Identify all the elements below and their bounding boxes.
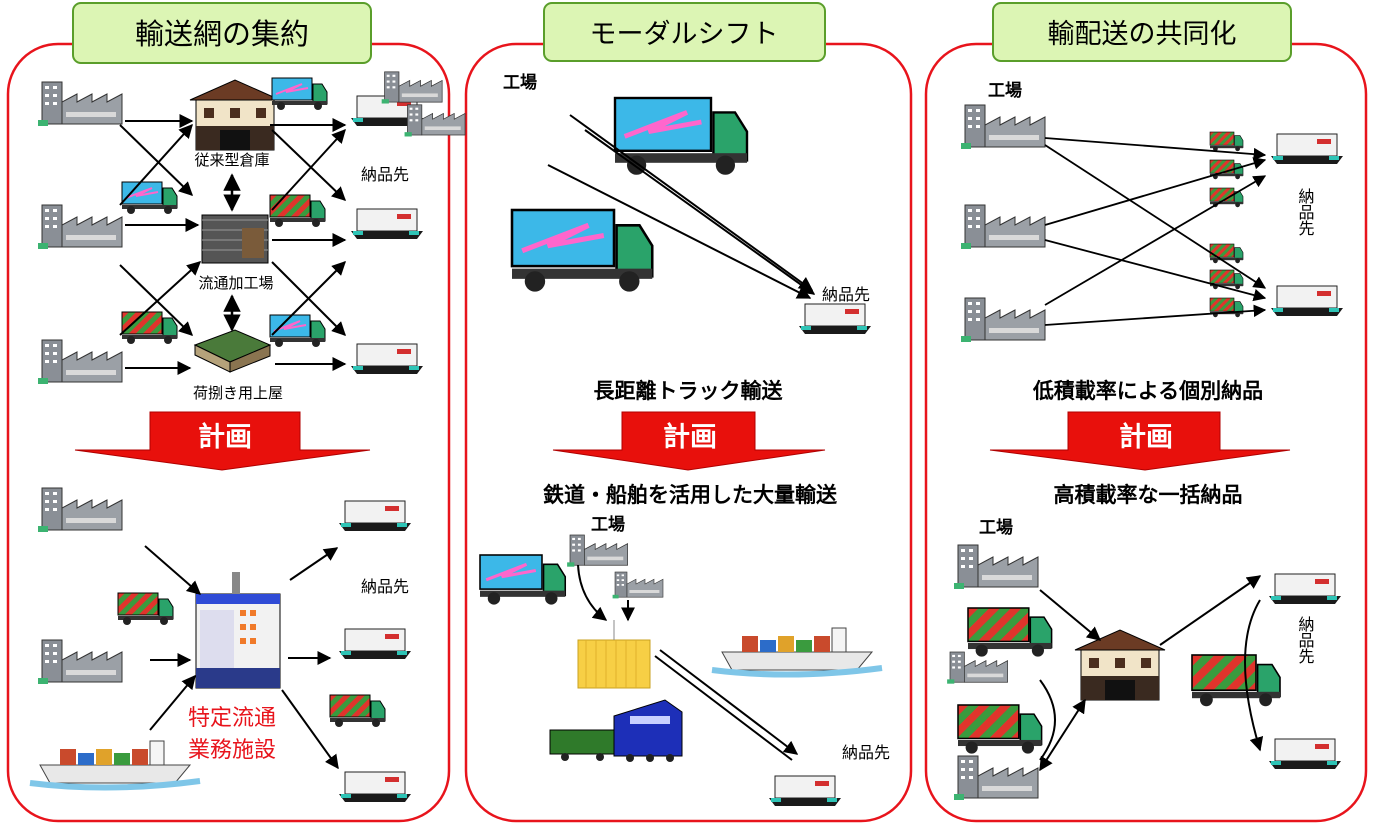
freight-train-icon bbox=[549, 699, 683, 762]
flow-arrows bbox=[1044, 137, 1267, 326]
plan-arrow: 計画 bbox=[989, 411, 1291, 471]
destination-label: 納品先 bbox=[842, 743, 890, 762]
container-icon bbox=[577, 620, 651, 689]
caption: 長距離トラック輸送 bbox=[594, 379, 784, 403]
panel-title-box: モーダルシフト bbox=[543, 2, 826, 62]
destination-label: 納品先 bbox=[1296, 188, 1315, 236]
destination-label-vertical: 納品先 bbox=[1296, 188, 1315, 236]
destination-icon bbox=[1268, 738, 1342, 770]
plan-label: 計画 bbox=[1119, 421, 1173, 453]
destination-label-vertical: 納品先 bbox=[1296, 616, 1315, 664]
caption: 低積載率による個別納品 bbox=[1032, 379, 1263, 403]
sorting-shed-label: 荷捌き用上屋 bbox=[193, 384, 283, 402]
caption: 鉄道・船舶を活用した大量輸送 bbox=[543, 483, 838, 507]
destination-icon bbox=[338, 500, 412, 532]
caption: 高積載率な一括納品 bbox=[1054, 483, 1243, 507]
destination-icon bbox=[338, 771, 412, 803]
factory-label: 工場 bbox=[988, 81, 1022, 101]
panel-title: 輸配送の共同化 bbox=[1048, 19, 1237, 50]
facility-building-icon bbox=[195, 572, 281, 689]
panel-modal-shift: モーダルシフト 工場 納品先 長距離トラック輸送 計画 鉄道・船舶を活用した大量… bbox=[381, 2, 913, 823]
panel-title-box: 輸配送の共同化 bbox=[992, 2, 1292, 62]
destination-icon bbox=[798, 303, 872, 335]
flow-arrows bbox=[577, 564, 799, 761]
panel-title-box: 輸送網の集約 bbox=[72, 2, 372, 64]
destination-icon bbox=[1270, 133, 1344, 165]
plan-label: 計画 bbox=[198, 421, 252, 453]
factory-label: 工場 bbox=[591, 515, 625, 535]
panel-joint-delivery: 輸配送の共同化 工場 納品先 低積載率による個別納品 計画 高積載率な bbox=[924, 2, 1368, 823]
destination-label: 納品先 bbox=[822, 285, 870, 304]
factory-label: 工場 bbox=[503, 73, 537, 93]
processing-plant-icon bbox=[201, 214, 269, 264]
flow-arrows bbox=[1039, 575, 1264, 772]
plan-arrow: 計画 bbox=[74, 411, 371, 471]
facility-label: 特定流通 bbox=[188, 706, 276, 731]
plan-label: 計画 bbox=[663, 421, 717, 453]
destination-icon bbox=[1270, 285, 1344, 317]
destination-label: 納品先 bbox=[361, 577, 409, 596]
flow-arrows bbox=[144, 545, 339, 770]
processing-plant-label: 流通加工場 bbox=[198, 274, 273, 292]
plan-arrow: 計画 bbox=[552, 411, 826, 471]
facility-label: 業務施設 bbox=[188, 738, 276, 763]
flow-arrows bbox=[547, 114, 816, 299]
destination-label: 納品先 bbox=[361, 165, 409, 184]
panel-title: 輸送網の集約 bbox=[135, 17, 309, 51]
factory-label: 工場 bbox=[979, 518, 1013, 538]
panel-transport-network: 輸送網の集約 従来型倉庫 流通加工場 荷捌き用上屋 納品先 bbox=[6, 2, 451, 823]
destination-icon bbox=[338, 628, 412, 660]
warehouse-label: 従来型倉庫 bbox=[194, 151, 269, 169]
flow-arrows bbox=[119, 114, 347, 375]
sorting-shed-icon bbox=[193, 329, 272, 373]
destination-icon bbox=[350, 208, 424, 240]
destination-icon bbox=[1268, 573, 1342, 605]
destination-icon bbox=[350, 343, 424, 375]
destination-icon bbox=[768, 775, 842, 807]
panel-title: モーダルシフト bbox=[590, 19, 779, 50]
